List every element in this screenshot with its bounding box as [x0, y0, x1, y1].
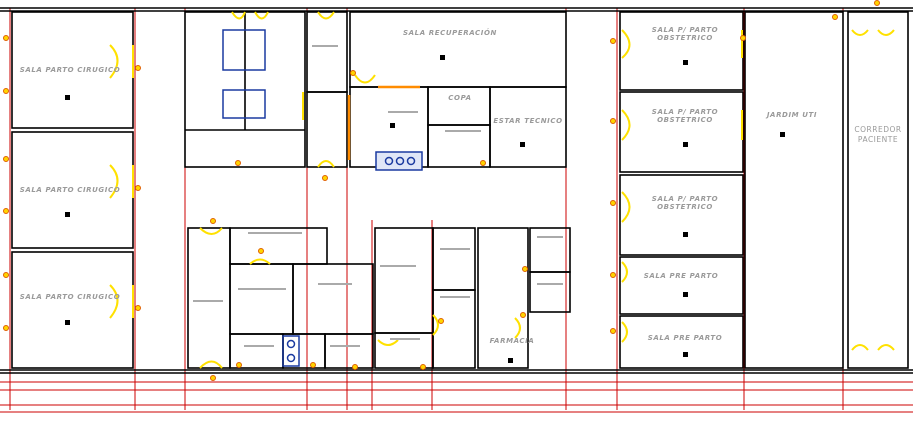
fixture-symbol — [508, 358, 513, 363]
fixture-symbol — [65, 212, 70, 217]
fixture-symbol — [683, 292, 688, 297]
outlet-marker — [874, 0, 880, 6]
outlet-marker — [3, 208, 9, 214]
room-label-bar — [248, 232, 302, 234]
equipment-benches — [222, 29, 423, 367]
fixture-symbol — [780, 132, 785, 137]
room-label-parto-obstetrico-2: SALA P/ PARTO OBSTETRICO — [651, 108, 719, 124]
outlet-marker — [480, 160, 486, 166]
fixture-symbol — [683, 232, 688, 237]
door-swings — [109, 11, 895, 369]
room-label-bar — [238, 288, 286, 290]
fixture-symbol — [440, 55, 445, 60]
outlet-marker — [310, 362, 316, 368]
room-label-parto-obstetrico-3: SALA P/ PARTO OBSTETRICO — [651, 195, 719, 211]
room-label-bar — [537, 283, 563, 285]
room-label-estar-tecnico: ESTAR TECNICO — [493, 117, 563, 125]
fixture-symbol — [65, 320, 70, 325]
outlet-marker — [438, 318, 444, 324]
outlet-marker — [135, 185, 141, 191]
fixture-symbol — [683, 352, 688, 357]
fixture-symbol — [683, 142, 688, 147]
outlet-marker — [3, 156, 9, 162]
fixture-symbol — [683, 60, 688, 65]
room-label-jardim-uti: JARDIM UTI — [766, 111, 818, 119]
outlet-marker — [235, 160, 241, 166]
outlet-marker — [236, 362, 242, 368]
outlet-marker — [210, 375, 216, 381]
room-label-bar — [380, 265, 416, 267]
outlet-marker — [3, 325, 9, 331]
room-label-parto-cirugico-3: SALA PARTO CIRUGICO — [19, 293, 121, 301]
room-label-bar — [330, 345, 360, 347]
outlet-marker — [610, 328, 616, 334]
room-label-bar — [390, 338, 420, 340]
room-label-pre-parto-1: SALA PRE PARTO — [643, 272, 719, 280]
room-label-bar — [193, 300, 223, 302]
room-label-corredor-paciente: CORREDOR PACIENTE — [854, 125, 902, 144]
fixture-symbol — [65, 95, 70, 100]
outlet-marker — [210, 218, 216, 224]
outlet-marker — [832, 14, 838, 20]
room-label-pre-parto-2: SALA PRE PARTO — [647, 334, 723, 342]
room-label-parto-cirugico-1: SALA PARTO CIRUGICO — [19, 66, 121, 74]
outlet-marker — [522, 266, 528, 272]
outlet-marker — [350, 70, 356, 76]
room-label-copa: COPA — [448, 94, 472, 102]
room-label-bar — [388, 111, 418, 113]
outlet-marker — [352, 364, 358, 370]
outlet-marker — [135, 65, 141, 71]
room-label-farmacia: FARMACIA — [489, 337, 535, 345]
fixture-symbol — [520, 142, 525, 147]
outlet-marker — [610, 272, 616, 278]
outlet-marker — [3, 88, 9, 94]
room-label-bar — [244, 345, 274, 347]
room-label-bar — [312, 45, 338, 47]
outlet-marker — [740, 35, 746, 41]
outlet-marker — [135, 305, 141, 311]
outlet-marker — [610, 38, 616, 44]
room-label-parto-cirugico-2: SALA PARTO CIRUGICO — [19, 186, 121, 194]
outlet-marker — [520, 312, 526, 318]
outlet-marker — [258, 248, 264, 254]
outlet-marker — [420, 364, 426, 370]
room-label-bar — [445, 130, 481, 132]
outlet-marker — [3, 272, 9, 278]
room-label-bar — [440, 296, 470, 298]
room-label-parto-obstetrico-1: SALA P/ PARTO OBSTETRICO — [651, 26, 719, 42]
room-label-bar — [537, 236, 563, 238]
room-label-bar — [440, 248, 470, 250]
outlet-marker — [3, 35, 9, 41]
outlet-marker — [610, 200, 616, 206]
wall-accents — [347, 85, 420, 160]
room-label-recuperacion: SALA RECUPERACIÓN — [402, 29, 498, 37]
outlet-marker — [322, 175, 328, 181]
dimension-ticks — [0, 389, 913, 406]
room-label-bar — [318, 283, 352, 285]
fixture-symbol — [390, 123, 395, 128]
outlet-marker — [610, 118, 616, 124]
